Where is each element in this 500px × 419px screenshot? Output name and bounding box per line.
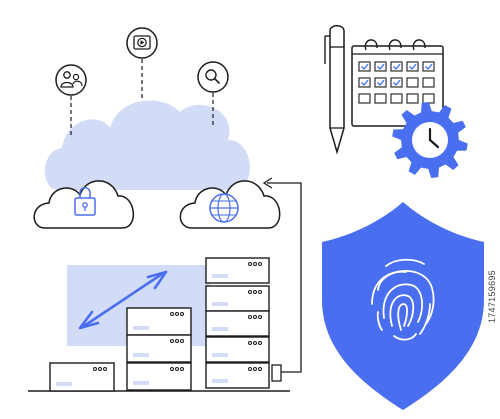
calendar-day-checked [358, 77, 371, 88]
users-icon [55, 64, 87, 136]
search-icon [197, 61, 229, 128]
calendar-day [374, 93, 387, 104]
server-unit [205, 285, 270, 312]
cloud-globe-icon [179, 180, 281, 229]
background-cloud [44, 100, 250, 190]
fingerprint-shield-icon [322, 202, 484, 410]
server-unit [126, 334, 192, 363]
scale-arrow-icon [78, 270, 168, 330]
server-unit [126, 307, 192, 336]
server-unit [49, 362, 115, 392]
server-rack-icon [49, 257, 282, 392]
calendar-day-checked [390, 77, 403, 88]
calendar-day [406, 77, 419, 88]
calendar-icon [351, 39, 444, 127]
pen-icon [324, 25, 345, 155]
server-unit [205, 362, 270, 389]
gear-clock-icon [392, 102, 468, 178]
calendar-day [406, 93, 419, 104]
stock-id: 1747159695 [487, 270, 497, 324]
calendar-day [390, 93, 403, 104]
calendar-day-checked [422, 61, 435, 72]
calendar-day-checked [390, 61, 403, 72]
server-unit [205, 336, 270, 363]
calendar-day-checked [358, 61, 371, 72]
calendar-day [422, 93, 435, 104]
server-unit [126, 362, 192, 391]
connector-line [267, 182, 302, 373]
calendar-grid [358, 61, 435, 104]
calendar-day-checked [406, 61, 419, 72]
server-unit [205, 257, 270, 284]
video-play-icon [126, 27, 158, 98]
calendar-day [422, 77, 435, 88]
cloud-lock-icon [33, 180, 135, 229]
server-port [271, 364, 282, 382]
server-unit [205, 310, 270, 337]
calendar-day [358, 93, 371, 104]
calendar-day-checked [374, 61, 387, 72]
calendar-day-checked [374, 77, 387, 88]
